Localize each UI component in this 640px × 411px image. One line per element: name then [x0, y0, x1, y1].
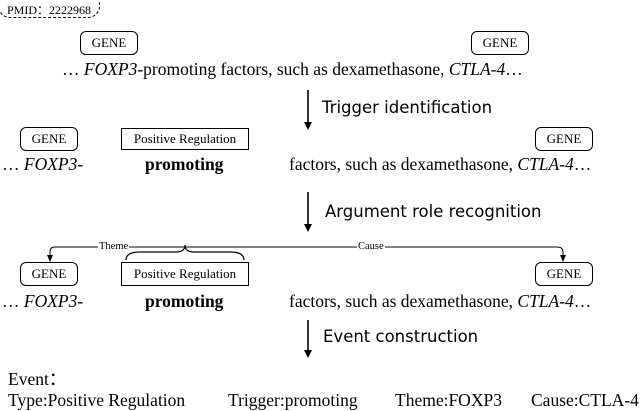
theme-role-label: Theme — [98, 241, 130, 253]
pmid-badge: PMID：2222968 — [0, 0, 100, 18]
right-segment-mid: factors, such as dexamethasone, CTLA-4… — [289, 154, 592, 174]
gene-tag-ctla4-mid: GENE — [535, 127, 593, 151]
entity-foxp3: FOXP3 — [23, 154, 78, 174]
event-type: Type:Positive Regulation — [8, 390, 186, 410]
entity-ctla4: CTLA-4 — [517, 154, 574, 174]
foxp3-segment-mid: … FOXP3- — [2, 154, 84, 174]
event-title: Event： — [8, 369, 67, 389]
trigger-word-bottom: promoting — [145, 291, 224, 311]
gene-tag-foxp3-mid: GENE — [20, 127, 78, 151]
theme-edge — [49, 246, 185, 261]
entity-ctla4: CTLA-4 — [448, 59, 506, 79]
right-segment-bottom: factors, such as dexamethasone, CTLA-4… — [289, 291, 592, 311]
trigger-word-mid: promoting — [145, 154, 224, 174]
entity-foxp3: FOXP3 — [23, 291, 78, 311]
gene-tag-ctla4-top: GENE — [471, 31, 529, 55]
gene-tag-foxp3-top: GENE — [80, 31, 138, 55]
ellipsis-start: … — [62, 59, 80, 79]
cause-edge — [185, 246, 564, 261]
trigger-brace — [125, 244, 245, 261]
sentence-original: … FOXP3-promoting factors, such as dexam… — [62, 59, 523, 80]
trigger-type-box-bottom: Positive Regulation — [121, 262, 249, 286]
event-trigger: Trigger:promoting — [228, 390, 358, 410]
step-argument-role-recognition: Argument role recognition — [325, 202, 542, 221]
foxp3-segment-bottom: … FOXP3- — [2, 291, 84, 311]
entity-ctla4: CTLA-4 — [517, 291, 574, 311]
gene-tag-foxp3-bottom: GENE — [20, 262, 78, 286]
cause-role-label: Cause — [357, 241, 385, 253]
entity-foxp3: FOXP3 — [83, 59, 138, 79]
sentence-middle: -promoting factors, such as dexamethason… — [137, 59, 445, 79]
trigger-type-box-mid: Positive Regulation — [121, 128, 249, 150]
event-theme: Theme:FOXP3 — [395, 390, 502, 410]
gene-tag-ctla4-bottom: GENE — [535, 262, 593, 286]
step-trigger-identification: Trigger identification — [322, 98, 493, 117]
event-cause: Cause:CTLA-4 — [531, 390, 639, 410]
ellipsis-end: … — [505, 59, 523, 79]
step-event-construction: Event construction — [323, 327, 479, 346]
